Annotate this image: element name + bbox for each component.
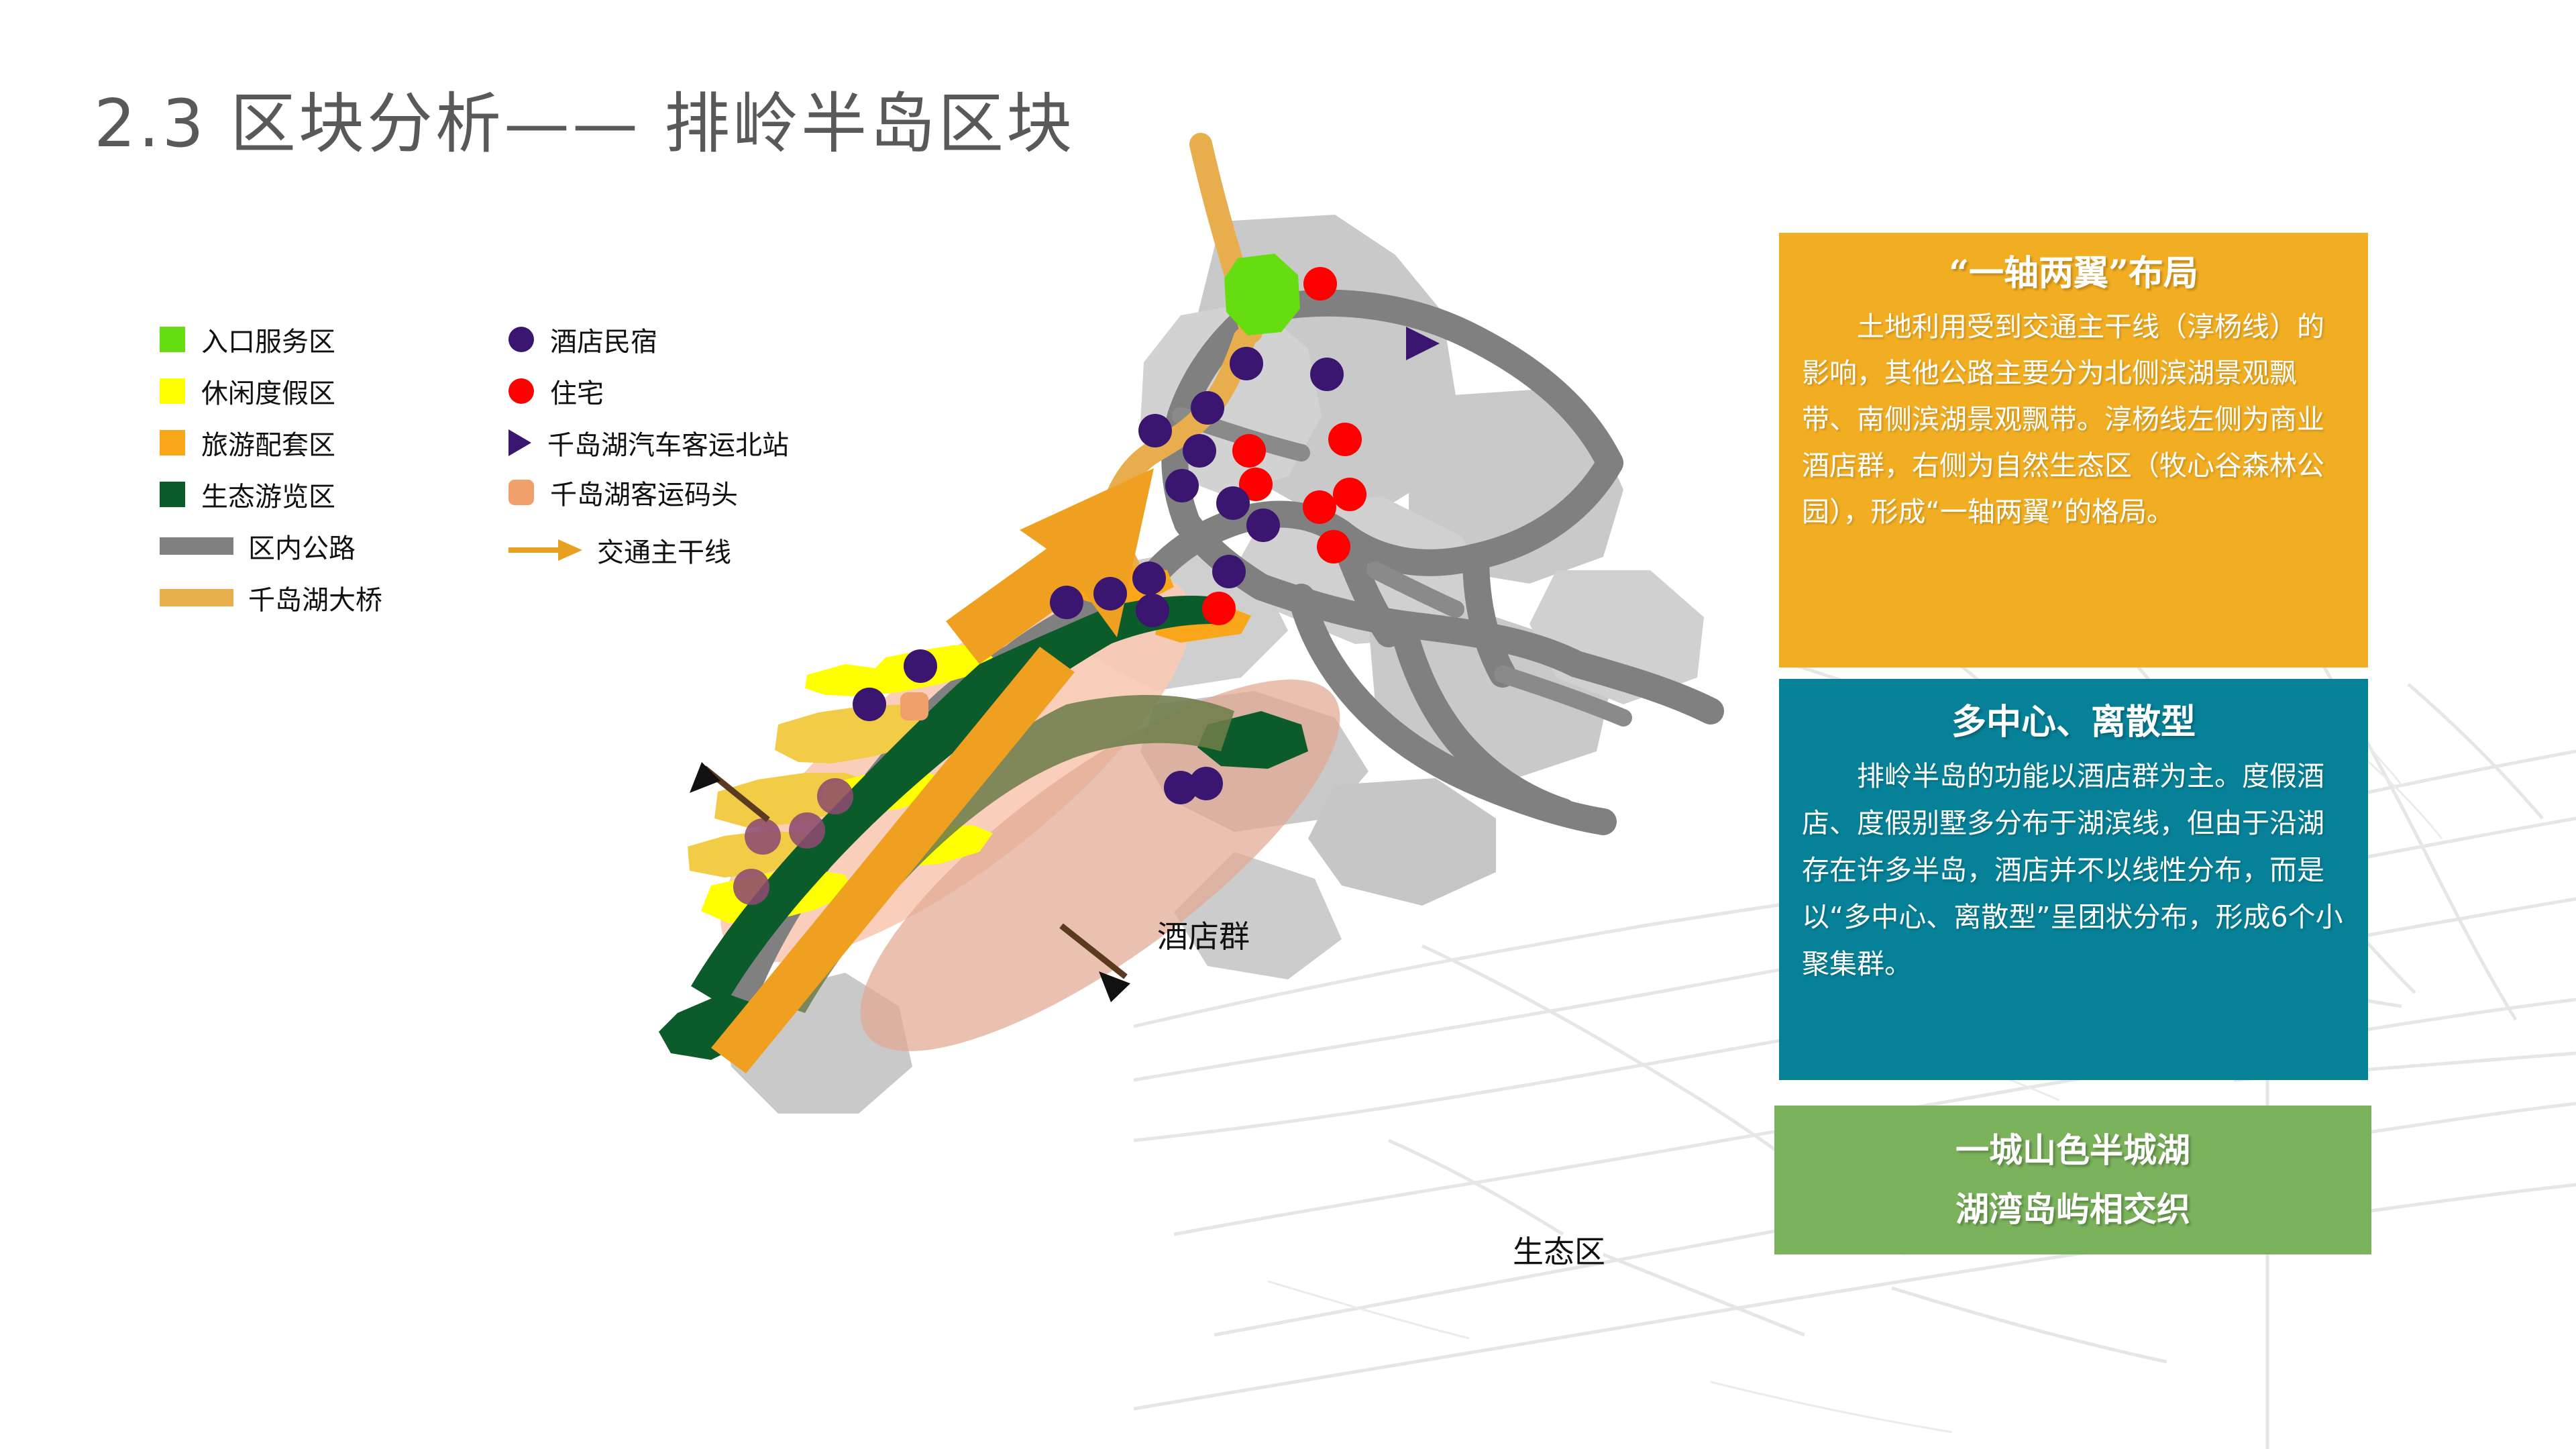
hotel-marker	[1132, 561, 1166, 595]
legend-label: 酒店民宿	[550, 327, 657, 358]
residence-marker	[1333, 478, 1366, 511]
panel-title: 多中心、离散型	[1951, 702, 2196, 743]
legend-label: 入口服务区	[201, 327, 335, 358]
hotel-marker	[1050, 586, 1083, 619]
panel-body: 土地利用受到交通主干线（淳杨线）的影响，其他公路主要分为北侧滨湖景观飘带、南侧滨…	[1802, 311, 2324, 528]
legend-label: 生态游览区	[201, 482, 335, 513]
purple-dot-icon	[508, 327, 534, 352]
peach-rounded-square-icon	[508, 480, 534, 505]
legend-item-hotel-homestay[interactable]: 酒店民宿	[508, 321, 789, 358]
hotel-marker	[1165, 469, 1199, 502]
orange-square-icon	[160, 430, 185, 455]
hotel-marker	[789, 812, 825, 849]
bus-north-station-marker	[1406, 327, 1440, 360]
green-square-icon	[160, 327, 185, 352]
hotel-marker	[733, 869, 769, 905]
legend-item-main-traffic-line[interactable]: 交通主干线	[508, 531, 789, 569]
residence-marker	[1328, 423, 1362, 456]
hotel-marker	[1164, 771, 1197, 804]
legend-item-local-road[interactable]: 区内公路	[160, 527, 382, 565]
legend-label: 旅游配套区	[201, 430, 335, 461]
red-dot-icon	[508, 378, 534, 404]
hotel-markers	[853, 347, 1344, 804]
multi-center-panel[interactable]: 多中心、离散型 排岭半岛的功能以酒店群为主。度假酒店、度假别墅多分布于湖滨线，但…	[1779, 679, 2368, 1080]
panel-body: 排岭半岛的功能以酒店群为主。度假酒店、度假别墅多分布于湖滨线，但由于沿湖存在许多…	[1802, 760, 2343, 980]
main-traffic-arrow	[711, 468, 1154, 1073]
hotel-marker	[1189, 767, 1223, 800]
legend-label: 千岛湖汽车客运北站	[547, 430, 789, 461]
hotel-marker	[1136, 594, 1169, 627]
hotel-marker	[1183, 434, 1216, 468]
slogan-line-1: 一城山色半城湖	[1955, 1130, 2190, 1170]
hotel-marker	[817, 778, 853, 814]
legend-item-leisure-resort[interactable]: 休闲度假区	[160, 372, 382, 410]
legend-label: 千岛湖大桥	[248, 585, 382, 616]
hotel-marker	[1310, 358, 1344, 391]
legend-label: 区内公路	[248, 533, 356, 564]
residence-marker	[1303, 490, 1336, 524]
residence-marker	[1303, 267, 1337, 301]
legend-label: 休闲度假区	[201, 378, 335, 409]
residence-marker	[1317, 530, 1350, 564]
legend-column-zones: 入口服务区 休闲度假区 旅游配套区 生态游览区 区内公路 千岛湖大桥	[160, 321, 382, 631]
legend-item-passenger-pier[interactable]: 千岛湖客运码头	[508, 474, 789, 511]
legend-item-eco-tour[interactable]: 生态游览区	[160, 476, 382, 513]
page-title: 2.3 区块分析—— 排岭半岛区块	[94, 86, 1075, 162]
hotel-marker	[745, 818, 781, 855]
legend-item-qiandao-bridge[interactable]: 千岛湖大桥	[160, 579, 382, 616]
legend-column-points: 酒店民宿 住宅 千岛湖汽车客运北站 千岛湖客运码头 交通主干线	[508, 321, 789, 583]
passenger-pier-marker	[900, 692, 928, 720]
eco-zone-label: 生态区	[1513, 1234, 1605, 1270]
hotel-marker	[1230, 347, 1263, 380]
eco-zone-band-main	[691, 610, 1134, 1006]
hotel-marker	[904, 649, 937, 683]
slogan-line-2: 湖湾岛屿相交织	[1955, 1189, 2190, 1229]
residence-marker	[1202, 592, 1236, 625]
legend-item-bus-north-station[interactable]: 千岛湖汽车客运北站	[508, 424, 789, 462]
hotel-marker	[1138, 414, 1172, 447]
entrance-service-zone	[1224, 254, 1300, 335]
purple-triangle-icon	[508, 429, 531, 456]
eco-zone-leader-arrow	[1059, 923, 1130, 1002]
hotel-cluster-label: 酒店群	[1157, 918, 1250, 955]
legend-label: 交通主干线	[597, 537, 731, 568]
hotel-markers-muted	[733, 778, 853, 905]
axis-two-wings-panel[interactable]: “一轴两翼”布局 土地利用受到交通主干线（淳杨线）的影响，其他公路主要分为北侧滨…	[1779, 233, 2368, 667]
leisure-zone-a	[805, 645, 993, 696]
annotation-arrows	[690, 762, 1130, 1002]
dark-green-square-icon	[160, 482, 185, 507]
gray-bar-icon	[160, 537, 233, 555]
panel-title: “一轴两翼”布局	[1949, 253, 2198, 294]
slogan-panel[interactable]: 一城山色半城湖 湖湾岛屿相交织	[1774, 1106, 2371, 1254]
yellow-square-icon	[160, 378, 185, 404]
pailing-peninsula-map[interactable]: 酒店群 生态区	[510, 133, 1731, 1270]
residence-marker	[1232, 434, 1266, 468]
hotel-marker	[1246, 508, 1280, 542]
hotel-cluster-leader-arrow	[690, 762, 770, 822]
legend-label: 住宅	[550, 378, 604, 409]
residence-markers	[1202, 267, 1366, 625]
residence-marker	[1239, 468, 1273, 501]
hotel-marker	[1212, 555, 1246, 588]
legend-item-residence[interactable]: 住宅	[508, 372, 789, 410]
legend-item-entrance-service[interactable]: 入口服务区	[160, 321, 382, 358]
legend-label: 千岛湖客运码头	[550, 480, 738, 511]
orange-bar-icon	[160, 589, 233, 606]
legend-item-tourism-support[interactable]: 旅游配套区	[160, 424, 382, 462]
orange-arrow-icon	[508, 539, 582, 561]
hotel-marker	[1093, 577, 1127, 610]
hotel-marker	[853, 688, 886, 721]
eco-zone-ellipse	[860, 680, 1340, 1051]
hotel-marker	[1216, 486, 1250, 520]
hotel-marker	[1191, 391, 1224, 425]
